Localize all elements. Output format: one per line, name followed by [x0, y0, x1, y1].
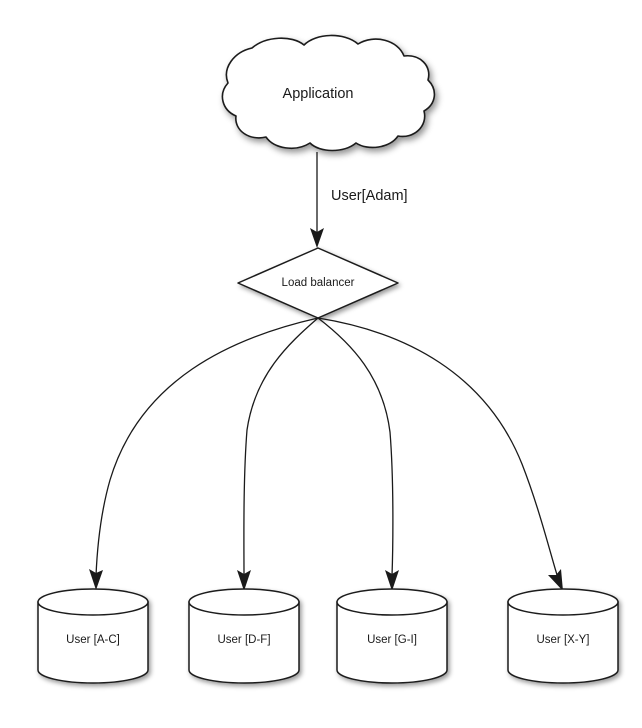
diamond-label: Load balancer [282, 277, 355, 289]
node-load-balancer[interactable]: Load balancer [237, 247, 399, 319]
cylinder-body-4 [507, 601, 619, 684]
cylinder-top-1 [37, 588, 149, 616]
cylinder-body-3 [336, 601, 448, 684]
arrow-head-to-balancer [310, 228, 324, 248]
edge-application-to-load-balancer [310, 152, 324, 248]
cloud-shape [221, 34, 436, 152]
node-application-cloud[interactable]: Application [221, 34, 436, 152]
edge-balancer-to-db-3 [317, 317, 399, 591]
cylinder-label-3: User [G-I] [367, 634, 417, 646]
cloud-label: Application [283, 86, 354, 102]
edge-label-user-adam: User[Adam] [331, 188, 408, 204]
cylinder-body-2 [188, 601, 300, 684]
arrow-head-db-1 [89, 569, 103, 590]
edge-balancer-to-db-1 [89, 317, 319, 590]
cylinder-label-4: User [X-Y] [536, 634, 589, 646]
cylinder-top-2 [188, 588, 300, 616]
cylinder-label-1: User [A-C] [66, 634, 120, 646]
edge-curve-db-4 [317, 317, 559, 579]
node-database-3[interactable]: User [G-I] [336, 588, 448, 684]
node-database-1[interactable]: User [A-C] [37, 588, 149, 684]
arrow-head-db-4 [548, 569, 563, 591]
cylinder-body-1 [37, 601, 149, 684]
cylinder-label-2: User [D-F] [217, 634, 270, 646]
arrow-head-db-2 [237, 570, 251, 591]
edge-balancer-to-db-4 [317, 317, 563, 591]
arrow-head-db-3 [385, 570, 399, 591]
edge-curve-db-2 [243, 317, 319, 577]
cylinder-top-4 [507, 588, 619, 616]
edge-curve-db-3 [317, 317, 394, 577]
cylinder-top-3 [336, 588, 448, 616]
edge-balancer-to-db-2 [237, 317, 319, 591]
node-database-4[interactable]: User [X-Y] [507, 588, 619, 684]
node-database-2[interactable]: User [D-F] [188, 588, 300, 684]
edge-curve-db-1 [95, 317, 319, 577]
